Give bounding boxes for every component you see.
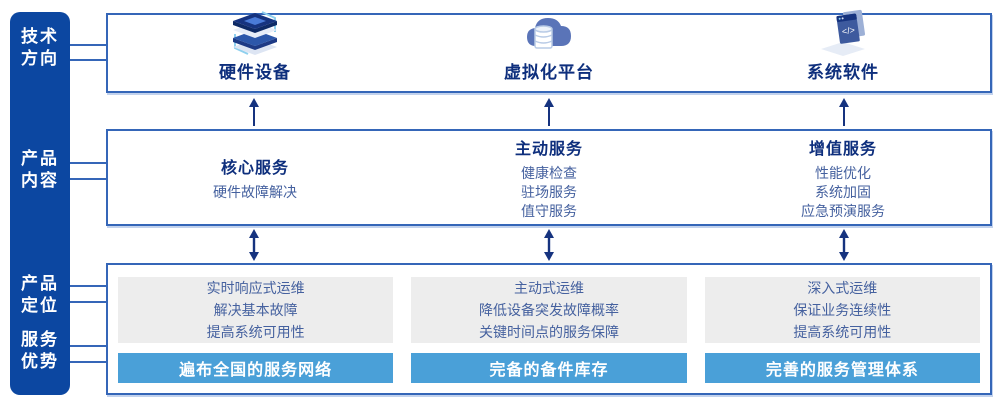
positioning-advantage-box: 实时响应式运维 解决基本故障 提高系统可用性 遍布全国的服务网络 主动式运维 降… (106, 263, 992, 395)
tech-column-virtualization: 虚拟化平台 (402, 15, 696, 91)
sidebar-label-line: 服务 (21, 330, 59, 349)
service-item: 应急预演服务 (801, 202, 885, 219)
connector-line (70, 285, 107, 287)
software-window-icon: </> (814, 8, 872, 56)
advantage-bar: 完备的备件库存 (411, 353, 687, 383)
positioning-line: 深入式运维 (807, 280, 878, 296)
connector-line (70, 162, 107, 164)
sidebar-label-line: 技术 (21, 27, 59, 46)
positioning-panel: 深入式运维 保证业务连续性 提高系统可用性 (704, 277, 980, 343)
svg-text:</>: </> (841, 25, 855, 37)
double-arrow-icon (249, 229, 259, 261)
tech-column-system-software: </> 系统软件 (696, 9, 990, 91)
connector-line (70, 301, 107, 303)
service-item: 驻场服务 (521, 183, 577, 200)
positioning-line: 主动式运维 (513, 280, 584, 296)
service-title: 核心服务 (220, 159, 289, 177)
up-arrow-icon (249, 98, 259, 126)
service-item: 值守服务 (521, 202, 577, 219)
up-arrow-icon (544, 98, 554, 126)
service-column-proactive: 主动服务 健康检查 驻场服务 值守服务 (402, 131, 696, 224)
advantage-bar: 完善的服务管理体系 (704, 353, 980, 383)
tech-direction-box: 硬件设备 虚拟化平台 (106, 9, 992, 93)
tech-label: 虚拟化平台 (504, 63, 594, 82)
sidebar-label-line: 定位 (21, 296, 59, 315)
sidebar-label-line: 优势 (21, 352, 59, 371)
positioning-line: 提高系统可用性 (793, 324, 892, 340)
positioning-line: 实时响应式运维 (206, 280, 305, 296)
sidebar-label-product-positioning: 产品 定位 (10, 273, 70, 317)
connector-line (70, 178, 107, 180)
positioning-column-realtime: 实时响应式运维 解决基本故障 提高系统可用性 遍布全国的服务网络 (118, 277, 394, 383)
tech-label: 系统软件 (807, 63, 879, 82)
sidebar-label-service-advantage: 服务 优势 (10, 329, 70, 373)
positioning-line: 提高系统可用性 (206, 324, 305, 340)
tech-column-hardware: 硬件设备 (108, 11, 402, 91)
sidebar-label-tech-direction: 技术 方向 (10, 26, 70, 70)
sidebar-label-line: 产品 (21, 274, 59, 293)
connector-line (70, 59, 107, 61)
positioning-column-deep: 深入式运维 保证业务连续性 提高系统可用性 完善的服务管理体系 (704, 277, 980, 383)
sidebar-label-line: 内容 (21, 171, 59, 190)
advantage-bar: 遍布全国的服务网络 (118, 353, 394, 383)
connector-line (70, 44, 107, 46)
product-content-box: 核心服务 硬件故障解决 主动服务 健康检查 驻场服务 值守服务 增值服务 性能优… (106, 129, 992, 226)
service-column-value-added: 增值服务 性能优化 系统加固 应急预演服务 (696, 131, 990, 224)
positioning-line: 降低设备突发故障概率 (478, 302, 619, 318)
server-stack-icon (226, 8, 284, 56)
positioning-line: 关键时间点的服务保障 (478, 324, 619, 340)
up-arrow-icon (839, 98, 849, 126)
service-item: 系统加固 (815, 183, 871, 200)
positioning-line: 解决基本故障 (213, 302, 298, 318)
connector-line (70, 345, 107, 347)
service-item: 健康检查 (521, 164, 577, 181)
positioning-panel: 主动式运维 降低设备突发故障概率 关键时间点的服务保障 (411, 277, 687, 343)
double-arrow-icon (544, 229, 554, 261)
sidebar-label-product-content: 产品 内容 (10, 148, 70, 192)
service-column-core: 核心服务 硬件故障解决 (108, 131, 402, 224)
cloud-database-icon (520, 8, 578, 56)
service-title: 主动服务 (514, 140, 583, 158)
sidebar-label-line: 方向 (21, 49, 59, 68)
positioning-panel: 实时响应式运维 解决基本故障 提高系统可用性 (118, 277, 394, 343)
sidebar-pill (10, 12, 70, 395)
connector-line (70, 361, 107, 363)
sidebar-label-line: 产品 (21, 149, 59, 168)
tech-label: 硬件设备 (219, 63, 291, 82)
service-title: 增值服务 (808, 140, 877, 158)
double-arrow-icon (839, 229, 849, 261)
positioning-line: 保证业务连续性 (793, 302, 892, 318)
positioning-column-proactive: 主动式运维 降低设备突发故障概率 关键时间点的服务保障 完备的备件库存 (411, 277, 687, 383)
service-item: 硬件故障解决 (213, 183, 297, 200)
service-item: 性能优化 (815, 164, 871, 181)
